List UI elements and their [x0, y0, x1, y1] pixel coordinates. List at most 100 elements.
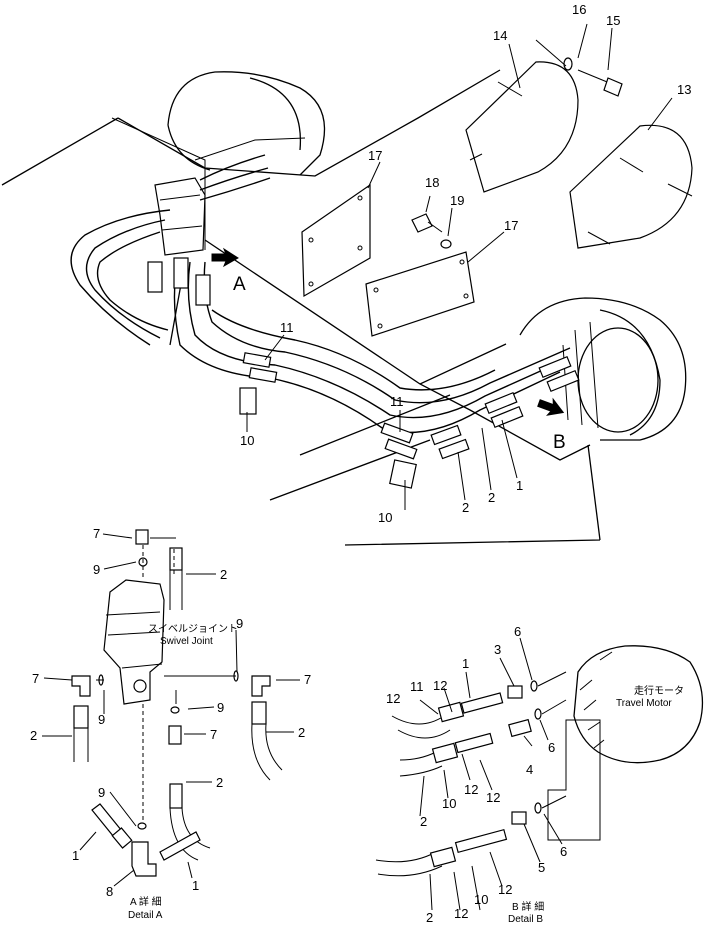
- part-number-11-left: 11: [280, 320, 294, 335]
- motor-face: [577, 327, 659, 433]
- detail-b-number-12-d: 12: [486, 790, 500, 805]
- detail-b-ferrule-mid: [431, 742, 459, 764]
- detail-a-hose-1-right: [159, 831, 201, 861]
- detail-a-oring-9-bottom: [137, 822, 147, 830]
- cover-17-left: [301, 183, 371, 298]
- detail-b-fitting-5: [511, 811, 527, 825]
- part-number-14: 14: [493, 28, 507, 43]
- detail-a-hose-2-left-fitting: [73, 705, 89, 729]
- detail-b-number-11: 11: [410, 679, 424, 694]
- detail-a-view: 7 9 2 9 7 9 7 9 7 2 2 2 9 1 8 1 スイベルジョイン…: [30, 526, 311, 921]
- detail-b-number-12-a: 12: [433, 678, 447, 693]
- detail-b-number-5: 5: [538, 860, 545, 875]
- washer-19: [440, 239, 452, 249]
- detail-a-fitting-7-top: [135, 529, 149, 545]
- detail-a-swivel-joint: [103, 579, 165, 705]
- detail-a-number-8: 8: [106, 884, 113, 899]
- detail-a-number-9-right-top: 9: [236, 616, 243, 631]
- swivel-joint-label-en: Swivel Joint: [160, 636, 213, 647]
- detail-b-number-10-mid: 10: [442, 796, 456, 811]
- part-number-10-right: 10: [378, 510, 392, 525]
- detail-b-fitting-4: [508, 718, 532, 738]
- plate-14: [465, 61, 579, 193]
- detail-a-elbow-7-left: [71, 675, 91, 697]
- swivel-joint-label-jp: スイベルジョイント: [148, 623, 238, 635]
- bolt-18-head: [411, 213, 433, 233]
- detail-b-number-12-e: 12: [498, 882, 512, 897]
- part-number-17-right: 17: [504, 218, 518, 233]
- detail-a-hose-2-top-fitting: [169, 547, 183, 571]
- detail-a-caption-en: Detail A: [128, 910, 163, 921]
- detail-a-elbow-7-right: [251, 675, 271, 697]
- detail-b-hose-top: [391, 715, 451, 739]
- detail-b-number-6-bottom: 6: [560, 844, 567, 859]
- part-number-13: 13: [677, 82, 691, 97]
- detail-b-oring-6-bottom: [534, 802, 542, 814]
- detail-b-oring-6-mid: [534, 708, 542, 720]
- detail-b-ferrule-top: [437, 701, 465, 723]
- detail-a-number-9-top: 9: [93, 562, 100, 577]
- swivel-joint-bands: [159, 194, 203, 231]
- detail-a-hose-2-top: [169, 570, 183, 610]
- right-drum: [519, 297, 687, 441]
- part-number-15: 15: [606, 13, 620, 28]
- hose-run-2: [187, 261, 566, 419]
- part-number-2-a: 2: [462, 500, 469, 515]
- detail-a-port: [133, 679, 147, 693]
- detail-a-leader-lines: [42, 533, 300, 887]
- clamp-10-left: [239, 387, 257, 415]
- travel-motor-label-en: Travel Motor: [616, 698, 672, 709]
- part-number-1-main: 1: [516, 478, 523, 493]
- hose-run-3: [203, 261, 571, 404]
- part-number-10-left: 10: [240, 433, 254, 448]
- detail-a-number-7-top: 7: [93, 526, 100, 541]
- detail-a-caption-jp: A 詳 細: [130, 895, 162, 908]
- detail-a-number-2-left: 2: [30, 728, 37, 743]
- plate-14-studs: [469, 81, 523, 161]
- main-assembly-view: A B 14 16 15 13 17 18 19 17 11: [1, 2, 693, 546]
- part-number-2-b: 2: [488, 490, 495, 505]
- bolt-18-shank: [427, 221, 443, 233]
- detail-b-number-1: 1: [462, 656, 469, 671]
- detail-b-hose-1-top: [460, 692, 504, 714]
- detail-a-number-9-mid: 9: [217, 700, 224, 715]
- cover-17-right: [365, 251, 475, 337]
- detail-a-centerlines: [142, 545, 175, 820]
- hose-loop-left: [70, 209, 171, 346]
- travel-motor-label-jp: 走行モータ: [634, 684, 684, 697]
- detail-b-travel-motor: [573, 645, 704, 764]
- detail-b-number-2-mid: 2: [420, 814, 427, 829]
- part-number-17-left: 17: [368, 148, 382, 163]
- part-number-19: 19: [450, 193, 464, 208]
- detail-a-number-9-bottom: 9: [98, 785, 105, 800]
- hose-ferrules: [147, 257, 580, 460]
- detail-b-number-4: 4: [526, 762, 533, 777]
- bracket-lines: [111, 117, 306, 250]
- detail-a-swivel-bands: [105, 611, 163, 669]
- detail-a-number-7-right: 7: [304, 672, 311, 687]
- plate-13: [569, 124, 693, 249]
- detail-a-hose-2-mid-fitting: [169, 783, 183, 809]
- frame-outline: [1, 69, 601, 546]
- part-number-16: 16: [572, 2, 586, 17]
- detail-a-number-7-mid: 7: [210, 727, 217, 742]
- detail-b-number-12-f: 12: [454, 906, 468, 921]
- detail-b-number-3: 3: [494, 642, 501, 657]
- detail-b-number-12-b: 12: [386, 691, 400, 706]
- detail-b-fitting-3: [507, 685, 523, 699]
- detail-b-number-10-bottom: 10: [474, 892, 488, 907]
- detail-a-oring-9-mid: [170, 706, 180, 714]
- part-number-18: 18: [425, 175, 439, 190]
- detail-b-leader-lines: [419, 637, 563, 911]
- detail-b-links: [537, 671, 567, 809]
- hose-run-4: [211, 309, 496, 391]
- detail-a-number-1-right: 1: [192, 878, 199, 893]
- detail-a-elbow-8: [131, 841, 157, 877]
- detail-b-number-2-bottom: 2: [426, 910, 433, 925]
- detail-b-motor-ribs: [579, 651, 613, 749]
- view-label-b: B: [553, 432, 566, 453]
- detail-b-number-6-mid: 6: [548, 740, 555, 755]
- detail-a-hose-2-right-fitting: [251, 701, 267, 725]
- detail-b-caption-en: Detail B: [508, 914, 543, 925]
